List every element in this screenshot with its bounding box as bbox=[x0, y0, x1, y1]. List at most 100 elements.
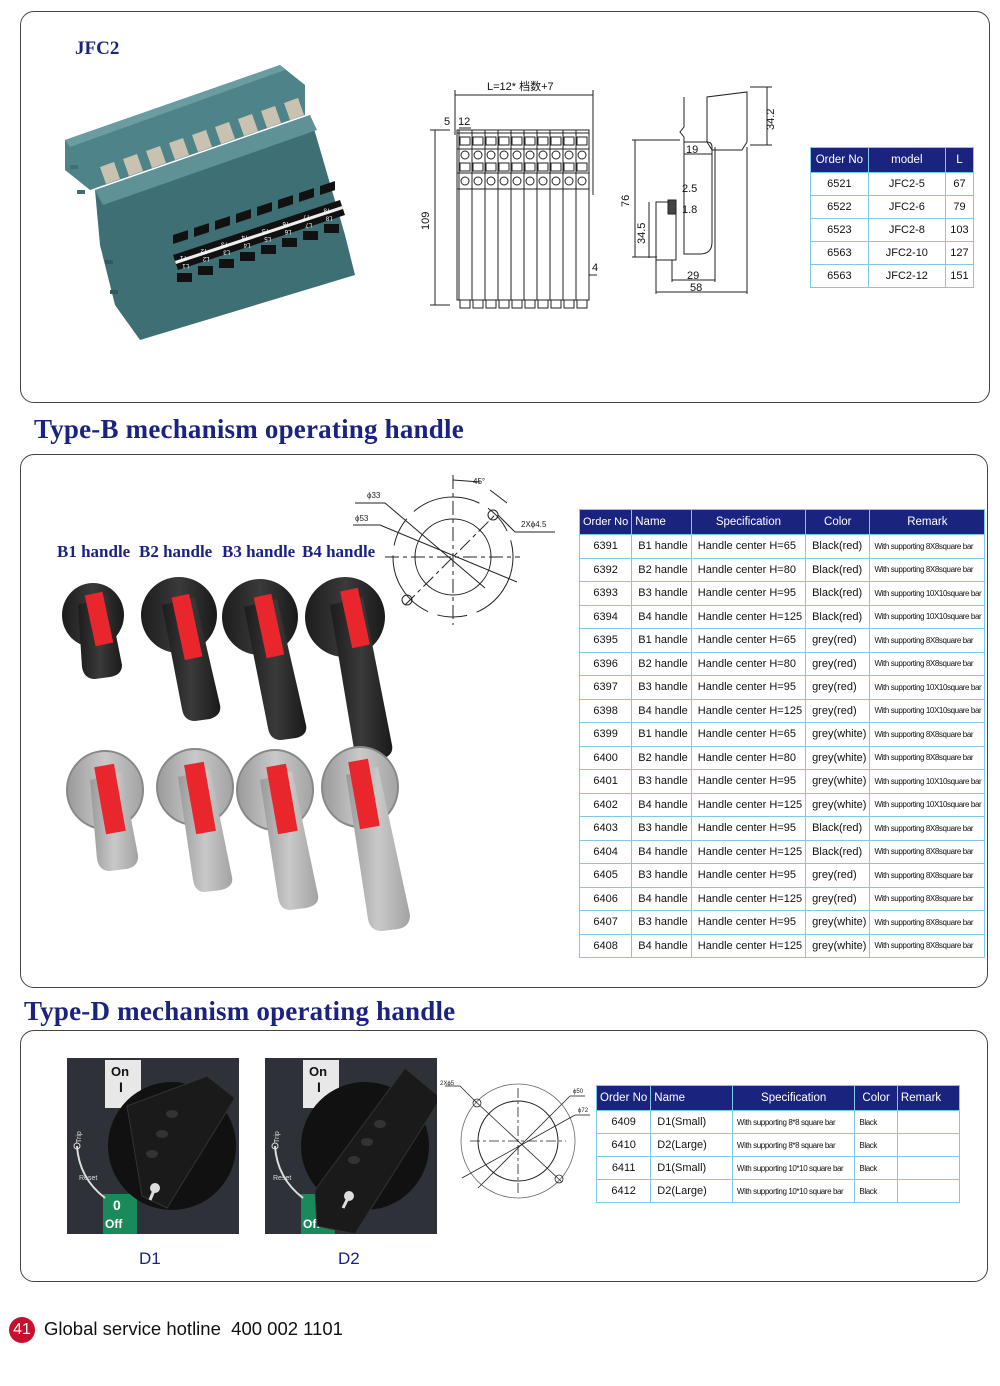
table-cell: B1 handle bbox=[631, 722, 692, 747]
column-square bbox=[563, 162, 575, 172]
handle-b1-grey bbox=[66, 750, 144, 871]
dim-4: 4 bbox=[592, 262, 598, 274]
footer-hotline: Global service hotline 400 002 1101 bbox=[44, 1318, 343, 1340]
table-cell: B4 handle bbox=[631, 886, 692, 911]
terminal-slot bbox=[177, 273, 192, 282]
table-cell: 103 bbox=[944, 218, 975, 242]
table-cell: With supporting 10X10square bar bbox=[869, 581, 986, 606]
handle-b1-black bbox=[62, 583, 124, 679]
terminal-slot bbox=[215, 216, 230, 230]
table-cell: 67 bbox=[944, 172, 975, 196]
handle-d2-photo: On I Off Trip Reset bbox=[265, 1058, 437, 1234]
column-square bbox=[485, 162, 497, 172]
table-cell: Handle center H=125 bbox=[690, 839, 807, 864]
terminal-pin bbox=[70, 165, 78, 169]
mounting-hole bbox=[554, 1174, 564, 1184]
table-cell: With supporting 8X8square bar bbox=[869, 933, 986, 958]
column-circle bbox=[577, 176, 587, 186]
terminal-label-top: T5 bbox=[261, 227, 269, 233]
table-cell: Black(red) bbox=[805, 534, 871, 559]
col-header-name: Name bbox=[650, 1085, 733, 1111]
table-cell: Handle center H=125 bbox=[690, 792, 807, 817]
handle-b4-grey bbox=[321, 746, 410, 931]
terminal-slot bbox=[299, 188, 314, 202]
knob-groove bbox=[348, 1156, 360, 1164]
column-circle bbox=[538, 176, 548, 186]
terminal-pin bbox=[105, 260, 113, 264]
terminal-slot bbox=[320, 181, 335, 195]
table-cell: With supporting 10X10square bar bbox=[869, 792, 986, 817]
terminal-label-top: T3 bbox=[220, 240, 228, 246]
reset-text: Reset bbox=[79, 1175, 97, 1182]
terminal-slot bbox=[278, 195, 293, 209]
column-square bbox=[524, 162, 536, 172]
column-circle bbox=[551, 150, 561, 160]
leader-line bbox=[379, 524, 518, 583]
terminal-metal-slot bbox=[261, 106, 281, 128]
terminal-label-bottom: L6 bbox=[284, 228, 291, 234]
column-circle bbox=[499, 150, 509, 160]
table-cell: With supporting 8X8square bar bbox=[869, 816, 986, 841]
table-cell: 6522 bbox=[810, 195, 869, 219]
col-header-order-no: Order No bbox=[595, 1085, 652, 1111]
table-cell: Black bbox=[854, 1179, 898, 1203]
table-cell: B3 handle bbox=[631, 863, 692, 888]
table-cell: B4 handle bbox=[631, 792, 692, 817]
column-circle bbox=[525, 150, 535, 160]
terminal-slot bbox=[324, 224, 339, 233]
column-square bbox=[563, 136, 575, 146]
table-cell: 6401 bbox=[578, 769, 633, 794]
column-foot bbox=[576, 299, 588, 309]
column-square bbox=[550, 162, 562, 172]
column-foot bbox=[472, 299, 484, 309]
table-cell: grey(red) bbox=[805, 675, 871, 700]
on-symbol: I bbox=[119, 1079, 123, 1095]
terminal-slot bbox=[261, 245, 276, 254]
caption-d1: D1 bbox=[139, 1249, 161, 1268]
handle-d1-photo: On I 0 Off Trip Reset bbox=[67, 1058, 239, 1234]
table-cell: Black(red) bbox=[805, 816, 871, 841]
table-cell: 6391 bbox=[578, 534, 633, 559]
table-cell: JFC2-5 bbox=[867, 172, 946, 196]
type-b-drilling-drawing: 45° ϕ33 ϕ53 2Xϕ4.5 bbox=[353, 475, 555, 625]
table-cell: B4 handle bbox=[631, 604, 692, 629]
column-foot bbox=[459, 299, 471, 309]
table-cell: Black bbox=[854, 1133, 898, 1157]
side-profile-base bbox=[655, 201, 677, 261]
terminal-metal-slot bbox=[192, 130, 212, 152]
handle-label-b1: B1 handle bbox=[57, 542, 131, 561]
column-square bbox=[459, 162, 471, 172]
column-square bbox=[576, 136, 588, 146]
table-cell: 6402 bbox=[578, 792, 633, 817]
table-cell: B4 handle bbox=[631, 698, 692, 723]
table-cell: B3 handle bbox=[631, 769, 692, 794]
dim-29: 29 bbox=[687, 270, 699, 282]
type-b-section-title: Type-B mechanism operating handle bbox=[34, 414, 464, 444]
column-circle bbox=[486, 176, 496, 186]
terminal-slot-row-bottom bbox=[177, 224, 339, 282]
dim-34-2: 34.2 bbox=[765, 109, 777, 130]
col-header-color: Color bbox=[805, 509, 871, 535]
table-cell: Handle center H=125 bbox=[690, 604, 807, 629]
terminal-label-top: T8 bbox=[323, 206, 331, 212]
terminal-slot bbox=[219, 259, 234, 268]
handle-red-grip bbox=[171, 593, 203, 661]
column-square bbox=[498, 162, 510, 172]
table-cell: 6406 bbox=[578, 886, 633, 911]
handle-red-grip bbox=[94, 763, 126, 835]
on-text: On bbox=[309, 1064, 327, 1079]
table-cell: B2 handle bbox=[631, 557, 692, 582]
column-square bbox=[485, 136, 497, 146]
type-d-drilling-drawing: 2Xϕ5 ϕ50 ϕ72 bbox=[440, 1081, 590, 1199]
jfc2-front-drawing: L=12* 档数+7 5 12 109 4 bbox=[420, 79, 598, 309]
table-cell: JFC2-6 bbox=[867, 195, 946, 219]
column-circle bbox=[473, 176, 483, 186]
